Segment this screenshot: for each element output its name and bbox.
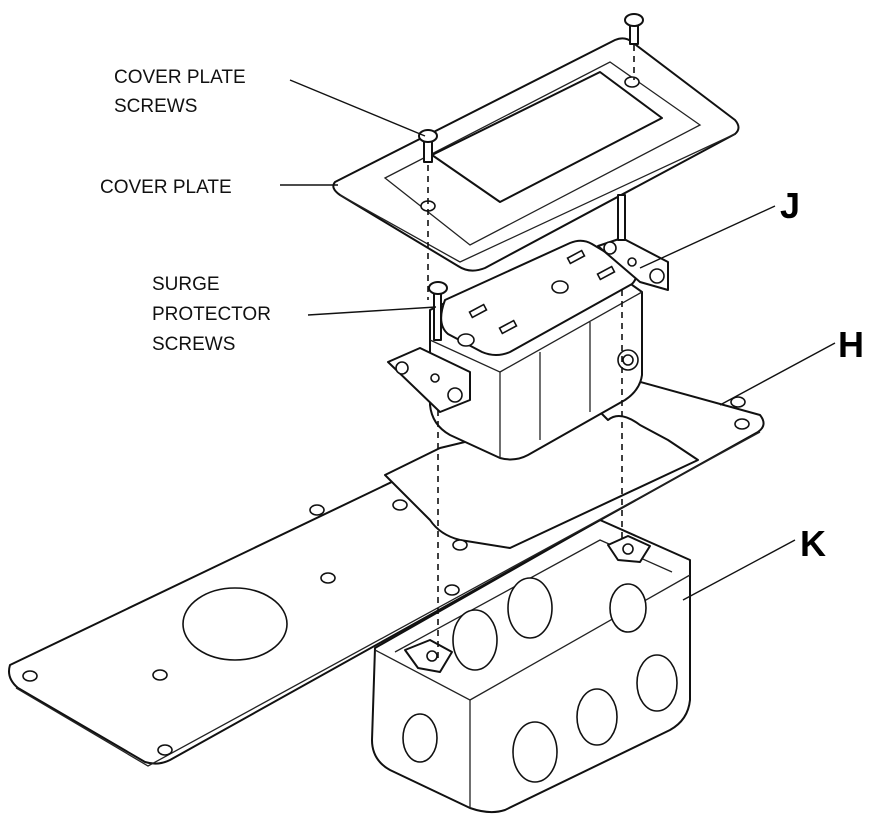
screw-head — [624, 13, 644, 27]
screw-shank — [433, 289, 442, 341]
cover-plate-screw-hole — [624, 76, 640, 88]
leader-k — [682, 539, 796, 601]
mounting-plate-screw-hole — [157, 744, 173, 756]
strap-hole — [430, 373, 440, 383]
leader-lines — [280, 79, 836, 601]
mounting-plate-screw-hole — [730, 396, 746, 408]
outlet-slot — [498, 319, 518, 335]
mounting-plate-screw-hole — [320, 572, 336, 584]
strap-hole — [395, 361, 409, 375]
strap-hole — [603, 241, 617, 255]
screw-shank — [617, 194, 626, 241]
label-surge-line3: SCREWS — [152, 334, 235, 355]
screw-head — [428, 281, 448, 295]
outlet-ground-hole — [457, 333, 475, 347]
cover-plate — [332, 37, 740, 272]
mounting-plate-screw-hole — [392, 499, 408, 511]
outlet-slot — [468, 303, 488, 319]
knockout-hole — [636, 654, 678, 712]
leader-j — [639, 205, 776, 269]
leader-surge-protector-screws — [307, 306, 437, 316]
surge-protector-screw — [617, 194, 626, 241]
leader-cover-plate-screws — [289, 79, 426, 137]
mounting-plate-screw-hole — [734, 418, 750, 430]
mounting-plate-screw-hole — [22, 670, 38, 682]
knockout-hole — [507, 577, 553, 639]
knockout-hole — [609, 583, 647, 633]
label-cover-plate-screws-line1: COVER PLATE — [114, 67, 246, 88]
label-cover-plate-screws-line2: SCREWS — [114, 96, 197, 117]
strap-hole — [649, 268, 665, 284]
knockout-hole — [576, 688, 618, 746]
tab-hole — [426, 650, 438, 662]
cover-plate-screw — [624, 13, 644, 45]
label-k: K — [800, 523, 826, 564]
cover-plate-bevel — [383, 61, 702, 246]
label-h: H — [838, 324, 864, 365]
terminal-screw-head — [622, 354, 634, 366]
mounting-plate — [8, 374, 765, 767]
mounting-plate-screw-hole — [152, 669, 168, 681]
mounting-plate-edge — [15, 431, 761, 767]
screw-head — [418, 129, 438, 143]
alignment-lines — [427, 45, 635, 660]
cover-plate-opening — [431, 71, 663, 203]
cover-plate-edge — [339, 133, 736, 263]
tab-hole — [622, 543, 634, 555]
surge-protector-face — [440, 239, 637, 356]
junction-box-rim — [469, 574, 691, 701]
mounting-plate-screw-hole — [444, 584, 460, 596]
mounting-plate-round-hole — [182, 587, 288, 661]
knockout-hole — [452, 609, 498, 671]
surge-protector-screw — [428, 281, 448, 341]
knockout-hole — [402, 713, 438, 763]
cover-plate-screw — [418, 129, 438, 163]
label-surge-line2: PROTECTOR — [152, 304, 271, 325]
mounting-plate-screw-hole — [452, 539, 468, 551]
label-j: J — [780, 185, 800, 226]
label-cover-plate: COVER PLATE — [100, 177, 232, 198]
strap-hole — [447, 387, 463, 403]
surge-protector-side-edge — [499, 291, 643, 373]
outlet-slot — [596, 265, 616, 281]
knockout-hole — [512, 721, 558, 783]
outlet-ground-hole — [551, 280, 569, 294]
junction-box — [371, 519, 691, 814]
mounting-plate-cutout — [384, 409, 699, 549]
outlet-slot — [566, 249, 586, 265]
mounting-plate-screw-hole — [309, 504, 325, 516]
leader-h — [719, 342, 836, 406]
strap-hole — [627, 257, 637, 267]
label-surge-line1: SURGE — [152, 274, 220, 295]
surge-protector — [387, 237, 669, 461]
